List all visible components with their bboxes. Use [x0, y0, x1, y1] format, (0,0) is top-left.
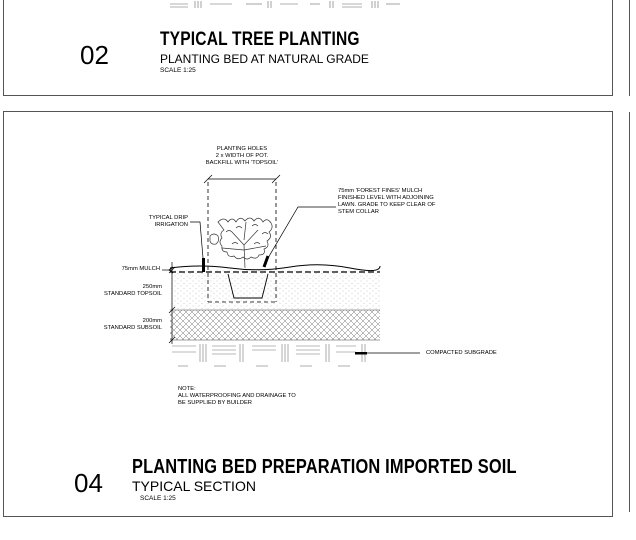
layer-depth-dimension [168, 262, 176, 344]
detail-02-subtitle: PLANTING BED AT NATURAL GRADE [160, 52, 369, 66]
hole-width-dimension [203, 174, 281, 184]
adjacent-panel-edge-top [629, 0, 630, 96]
drip-line-1: TYPICAL DRIP [148, 215, 188, 221]
subsoil-layer [170, 310, 380, 340]
mulch-surface [169, 264, 381, 273]
general-note: NOTE: ALL WATERPROOFING AND DRAINAGE TO … [178, 386, 296, 407]
mulch-pointer [262, 255, 270, 268]
holes-line-1: PLANTING HOLES [216, 146, 268, 152]
drip-irrigation-label: TYPICAL DRIP IRRIGATION [118, 215, 188, 229]
leader-mulch-note [267, 206, 336, 259]
planting-holes-note: PLANTING HOLES 2 x WIDTH OF POT. BACKFIL… [196, 146, 288, 167]
plant-pot [227, 273, 269, 299]
mulch-note-line-4: STEM COLLAR [338, 209, 379, 215]
detail-02-panel [3, 0, 613, 96]
detail-04-title: PLANTING BED PREPARATION IMPORTED SOIL [132, 456, 517, 478]
holes-line-2: 2 x WIDTH OF POT. [215, 153, 269, 159]
subsoil-line-1: 200mm [142, 318, 162, 324]
drip-line [202, 258, 205, 272]
holes-line-3: BACKFILL WITH 'TOPSOIL' [205, 160, 279, 166]
mulch-layer-label: 75mm MULCH [121, 266, 160, 272]
detail-04-scale: SCALE 1:25 [140, 495, 176, 502]
mulch-note-line-2: FINISHED LEVEL WITH ADJOINING [338, 195, 434, 201]
topsoil-label: 250mm STANDARD TOPSOIL [72, 284, 162, 298]
subsoil-line-2: STANDARD SUBSOIL [103, 325, 162, 331]
subgrade-label: COMPACTED SUBGRADE [426, 350, 497, 356]
drip-line-2: IRRIGATION [154, 222, 188, 228]
topsoil-line-2: STANDARD TOPSOIL [104, 291, 162, 297]
topsoil-line-1: 250mm [142, 284, 162, 290]
shrub [209, 217, 273, 269]
subsoil-label: 200mm STANDARD SUBSOIL [72, 318, 162, 332]
mulch-note-line-1: 75mm 'FOREST FINES' MULCH [338, 188, 423, 194]
note-line-2: ALL WATERPROOFING AND DRAINAGE TO [178, 393, 296, 399]
detail-04-subtitle: TYPICAL SECTION [132, 478, 256, 494]
topsoil-layer [170, 270, 380, 310]
adjacent-panel-edge-bottom [629, 112, 630, 512]
detail-02-scale: SCALE 1:25 [160, 67, 196, 74]
note-line-3: BE SUPPLIED BY BUILDER [178, 400, 252, 406]
subgrade-hatching [172, 344, 366, 367]
mulch-note-line-3: LAWN. GRADE TO KEEP CLEAR OF [338, 202, 436, 208]
mulch-note: 75mm 'FOREST FINES' MULCH FINISHED LEVEL… [338, 188, 435, 216]
detail-02-title: TYPICAL TREE PLANTING [160, 29, 360, 50]
note-line-1: NOTE: [178, 386, 196, 392]
planting-hole [207, 182, 277, 303]
detail-02-number: 02 [80, 40, 109, 70]
detail-04-number: 04 [74, 468, 103, 498]
leader-drip [190, 221, 204, 259]
